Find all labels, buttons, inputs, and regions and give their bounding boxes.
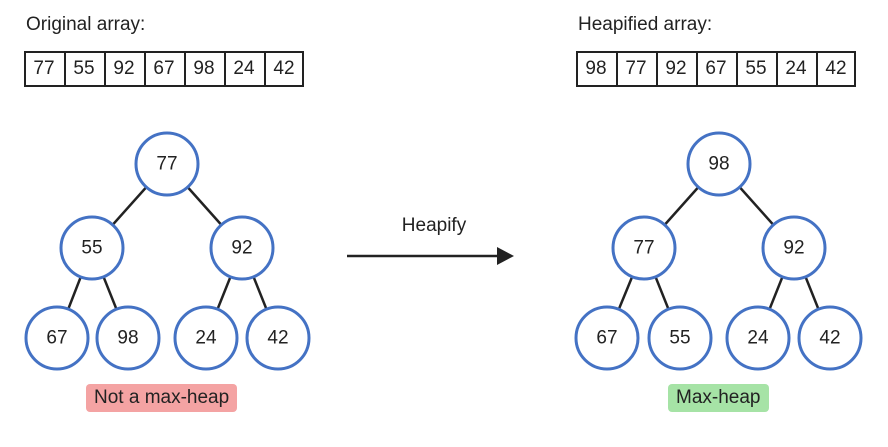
- tree-node: [611, 215, 677, 281]
- array-cell: 98: [184, 53, 222, 85]
- tree-node: [797, 305, 863, 371]
- array-cell: 55: [64, 53, 102, 85]
- node-label: 24: [195, 328, 217, 349]
- node-label: 98: [708, 154, 729, 175]
- node-label: 77: [633, 238, 654, 259]
- array-cell: 67: [696, 53, 734, 85]
- left-tree-nodes: [24, 131, 311, 371]
- tree-node: [686, 131, 752, 197]
- node-label: 55: [81, 238, 102, 259]
- arrow-label: Heapify: [402, 215, 467, 236]
- tree-node: [574, 305, 640, 371]
- right-tree-labels: 98 77 92 67 55 24 42: [596, 154, 840, 349]
- tree-node: [24, 305, 90, 371]
- heapified-array: 98 77 92 67 55 24 42: [576, 51, 856, 87]
- tree-node: [95, 305, 161, 371]
- tree-node: [245, 305, 311, 371]
- array-cell: 42: [264, 53, 302, 85]
- original-array-title: Original array:: [26, 14, 146, 35]
- right-tree-nodes: [574, 131, 863, 371]
- array-cell: 77: [616, 53, 654, 85]
- heapified-array-title: Heapified array:: [578, 14, 713, 35]
- node-label: 42: [267, 328, 288, 349]
- array-cell: 55: [736, 53, 774, 85]
- node-label: 42: [819, 328, 840, 349]
- tree-node: [647, 305, 713, 371]
- array-cell: 98: [585, 58, 607, 79]
- array-cell: 67: [144, 53, 182, 85]
- array-cell: 24: [776, 53, 814, 85]
- tree-node: [725, 305, 791, 371]
- array-cell: 24: [224, 53, 262, 85]
- node-label: 67: [596, 328, 617, 349]
- node-label: 98: [117, 328, 138, 349]
- array-cell: 77: [33, 58, 55, 79]
- tree-node: [173, 305, 239, 371]
- original-array: 77 55 92 67 98 24 42: [24, 51, 304, 87]
- node-label: 92: [783, 238, 804, 259]
- max-heap-badge: Max-heap: [668, 384, 769, 412]
- arrow-head-icon: [497, 247, 514, 265]
- tree-node: [761, 215, 827, 281]
- heapify-arrow: Heapify: [347, 215, 514, 265]
- array-cell: 92: [656, 53, 694, 85]
- array-cell: 42: [816, 53, 854, 85]
- tree-node: [209, 215, 275, 281]
- left-tree-labels: 77 55 92 67 98 24 42: [46, 154, 288, 349]
- node-label: 24: [747, 328, 769, 349]
- node-label: 77: [156, 154, 177, 175]
- node-label: 67: [46, 328, 67, 349]
- node-label: 92: [231, 238, 252, 259]
- tree-node: [59, 215, 125, 281]
- tree-node: [134, 131, 200, 197]
- not-max-heap-badge: Not a max-heap: [86, 384, 238, 412]
- node-label: 55: [669, 328, 690, 349]
- array-cell: 92: [104, 53, 142, 85]
